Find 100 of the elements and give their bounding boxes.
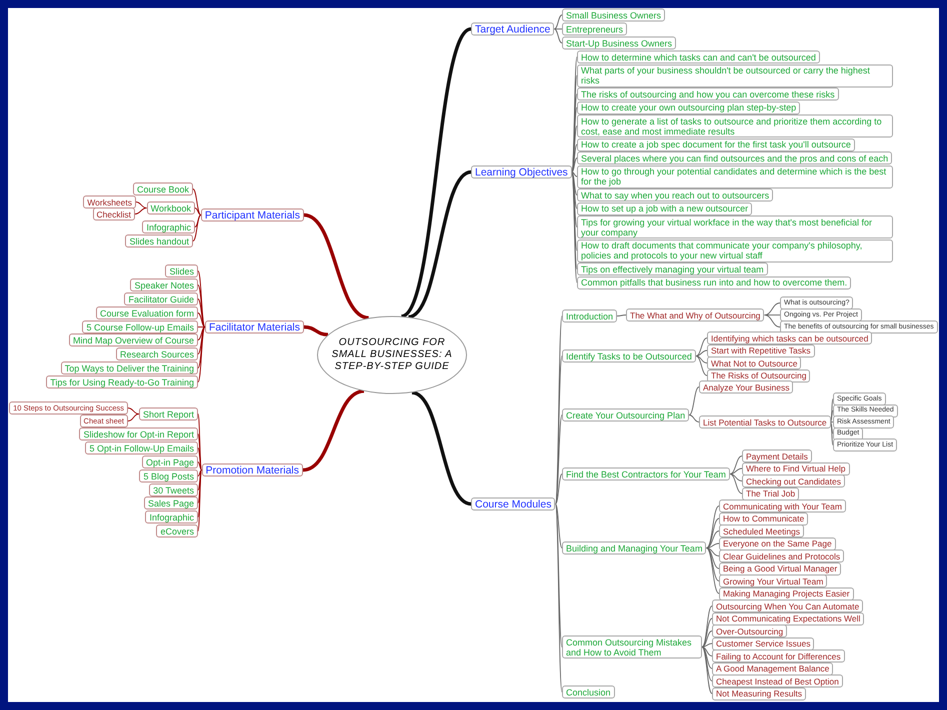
topic-box: Common Outsourcing Mistakes and How to Avoid Them <box>562 636 702 658</box>
connector-line <box>198 326 206 328</box>
subtopic-box: The What and Why of Outsourcing <box>626 308 764 322</box>
connector-line <box>729 474 742 494</box>
topic-box: How to generate a list of tasks to outsource and prioritize them according to cost, ease and most immediate results <box>577 114 893 138</box>
subtopic-box: Customer Service Issues <box>712 637 814 650</box>
subtopic-box: Everyone on the Same Page <box>719 537 836 550</box>
connector-line <box>555 504 562 648</box>
branch-topic-box: Course Modules <box>471 498 556 510</box>
connector-line <box>688 414 700 422</box>
topic-box: Start-Up Business Owners <box>562 36 676 50</box>
connector-line <box>555 414 562 504</box>
connector-line <box>198 326 206 354</box>
connector-line <box>729 456 742 474</box>
topic-box: Create Your Outsourcing Plan <box>562 408 690 422</box>
topic-box: The risks of outsourcing and how you can overcome these risks <box>577 88 839 100</box>
connector-line <box>830 422 834 446</box>
topic-box: Conclusion <box>562 686 615 698</box>
subtopic-box: Outsourcing When You Can Automate <box>712 600 864 612</box>
connector-line <box>554 14 562 30</box>
connector-line <box>830 422 834 434</box>
connector-line <box>304 213 370 320</box>
connector-line <box>198 326 206 340</box>
connector-line <box>764 314 780 316</box>
connector-line <box>729 468 742 474</box>
connector-line <box>706 518 720 548</box>
connector-line <box>706 543 720 548</box>
connector-line <box>128 408 140 414</box>
connector-line <box>302 389 364 472</box>
subtopic-box: Where to Find Virtual Help <box>742 462 850 475</box>
connector-line <box>134 208 148 214</box>
branch-topic-box: Facilitator Materials <box>204 320 304 334</box>
connector-line <box>702 646 712 694</box>
topic-box: Slides handout <box>125 234 193 248</box>
connector-line <box>702 643 712 648</box>
topic-box: 5 Blog Posts <box>139 470 198 482</box>
connector-line <box>198 462 202 470</box>
branch-topic-box: Target Audience <box>471 22 554 36</box>
subtopic-box: Scheduled Meetings <box>719 524 804 538</box>
topic-box: Identify Tasks to be Outsourced <box>562 350 696 362</box>
subtopic-box: Checking out Candidates <box>742 474 845 488</box>
topic-box: How to determine which tasks can and can't be outsourced <box>577 50 820 64</box>
connector-line <box>695 356 708 364</box>
topic-box: eCovers <box>156 524 198 538</box>
subtopic-box: A Good Management Balance <box>712 662 834 675</box>
connector-line <box>198 284 206 328</box>
subtopic-box: Payment Details <box>742 450 812 462</box>
topic-box: Opt-in Page <box>142 456 198 468</box>
connector-line <box>764 302 780 316</box>
subtopic-box: What Not to Outsource <box>707 356 802 370</box>
connector-line <box>192 188 202 216</box>
connector-line <box>128 414 140 422</box>
subtopic-box: Clear Guidelines and Protocols <box>719 550 844 562</box>
connector-line <box>695 338 708 356</box>
connector-line <box>695 356 708 376</box>
topic-box: Slides <box>165 264 198 278</box>
subtopic-box: Cheapest Instead of Best Option <box>712 674 843 688</box>
connector-line <box>194 214 202 228</box>
topic-box: Infographic <box>145 510 198 524</box>
connector-line <box>198 298 206 328</box>
connector-line <box>695 350 708 356</box>
connector-line <box>555 474 562 504</box>
connector-line <box>830 410 834 422</box>
connector-line <box>702 606 712 648</box>
subtopic-box: The Trial Job <box>742 487 800 500</box>
topic-box: Course Book <box>132 182 193 196</box>
connector-line <box>400 28 472 318</box>
topic-box: Introduction <box>562 310 618 322</box>
connector-line <box>411 390 472 506</box>
connector-line <box>304 325 328 336</box>
topic-box: How to set up a job with a new outsourcer <box>577 202 752 215</box>
topic-box: Research Sources <box>116 348 198 360</box>
topic-box: 5 Course Follow-up Emails <box>82 320 198 334</box>
topic-box: Several places where you can find outsources and the pros and cons of each <box>577 152 892 164</box>
subtopic-box: Identifying which tasks can be outsourced <box>707 332 872 344</box>
topic-box: Sales Page <box>144 496 198 510</box>
connector-line <box>702 646 712 656</box>
subtopic-box: Analyze Your Business <box>699 380 794 394</box>
topic-box: Top Ways to Deliver the Training <box>60 362 198 374</box>
connector-line <box>194 208 202 216</box>
connector-line <box>706 548 720 569</box>
topic-box: Common pitfalls that business run into and how to overcome them. <box>577 276 852 289</box>
subtopic-box: Start with Repetitive Tasks <box>707 344 815 357</box>
connector-line <box>192 214 202 242</box>
branch-topic-box: Learning Objectives <box>471 166 572 178</box>
subtopic-box: Failing to Account for Differences <box>712 650 845 662</box>
connector-line <box>136 202 148 208</box>
topic-box: Tips for growing your virtual workface in the way that's most beneficial for your company <box>577 216 893 238</box>
connector-line <box>702 646 712 669</box>
subtopic-box: How to Communicate <box>719 512 808 525</box>
topic-box: What to say when you reach out to outsourcers <box>577 188 774 202</box>
topic-box: How to create your own outsourcing plan step-by-step <box>577 101 800 114</box>
connector-line <box>554 28 562 44</box>
subtopic-box: Making Managing Projects Easier <box>719 587 854 600</box>
topic-box: Building and Managing Your Team <box>562 542 706 554</box>
connector-line <box>554 28 562 30</box>
connector-line <box>702 630 712 648</box>
topic-box: Mind Map Overview of Course <box>68 334 198 346</box>
topic-box: How to create a job spec document for the first task you'll outsource <box>577 138 855 151</box>
topic-box: Workbook <box>146 202 195 214</box>
